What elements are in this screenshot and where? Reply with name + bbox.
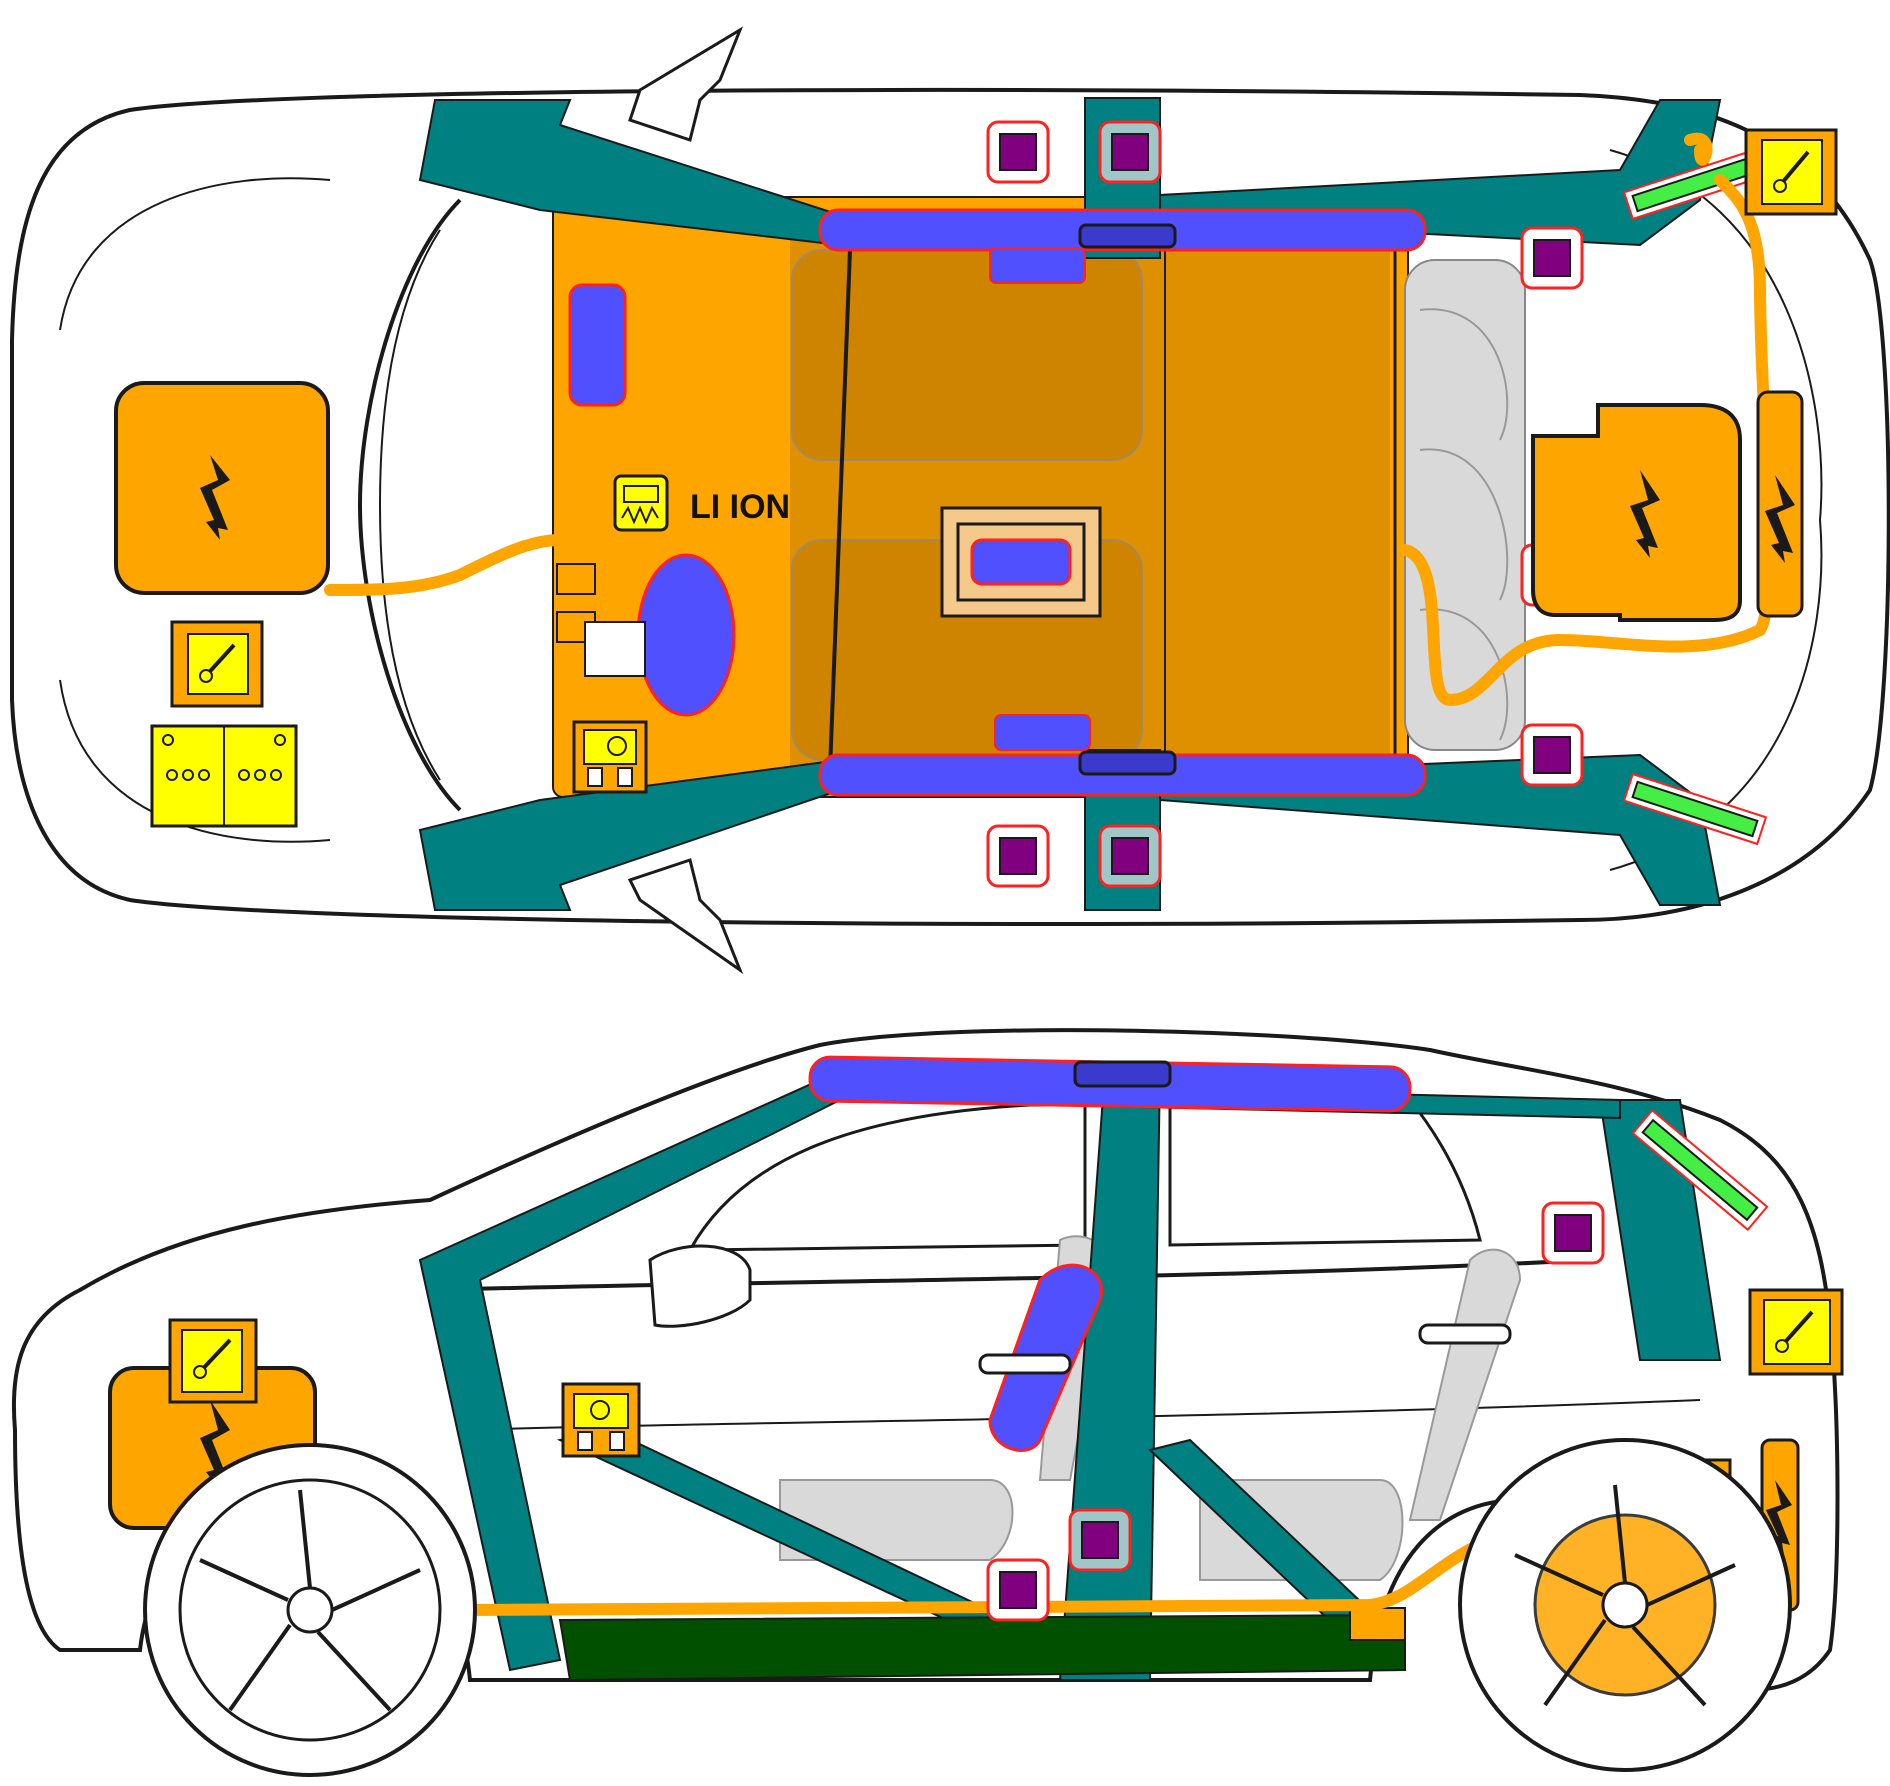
gas-strut-icon — [1622, 147, 1768, 221]
battery-side — [1349, 1607, 1406, 1641]
sill-side — [558, 1613, 1406, 1682]
trunk-inner-line — [1609, 149, 1823, 871]
rear-seat-area — [1404, 259, 1526, 751]
high-voltage-icon — [1756, 390, 1804, 618]
side-mirror — [648, 1244, 752, 1328]
steering-airbag — [568, 283, 627, 407]
sensor-icon — [1541, 1201, 1605, 1265]
service-cutout — [584, 621, 646, 677]
windshield-top — [357, 198, 462, 812]
center-airbag — [970, 538, 1072, 586]
connector-block — [556, 563, 596, 595]
heater-icon — [613, 474, 669, 532]
mirror-right-top — [627, 858, 744, 975]
high-voltage-icon — [114, 381, 330, 595]
gas-strut-icon — [1622, 772, 1768, 846]
battery-type-label: LI ION — [690, 488, 790, 526]
airbag-inflator-side — [1073, 1060, 1172, 1088]
sensor-icon — [1098, 824, 1162, 888]
door-handle-rear — [1418, 1323, 1512, 1345]
sensor-icon — [986, 120, 1050, 184]
battery-icon — [150, 724, 298, 828]
seat-airbag-right — [994, 714, 1091, 751]
sensor-icon — [986, 1558, 1050, 1622]
seat-airbag-left — [989, 247, 1086, 284]
sensor-icon — [1520, 226, 1584, 290]
passenger-airbag — [636, 553, 736, 717]
control-unit-icon — [168, 1318, 258, 1404]
sensor-icon — [986, 824, 1050, 888]
door-handle-front — [978, 1353, 1072, 1375]
hv-cable-front — [324, 534, 566, 596]
rear-seat-lines — [1419, 308, 1509, 741]
sensor-icon — [1520, 723, 1584, 787]
control-unit-icon — [170, 620, 264, 708]
sensor-icon — [1068, 1508, 1132, 1572]
control-unit-icon — [1748, 1288, 1844, 1376]
dash-divider — [828, 249, 852, 771]
sensor-icon — [1098, 120, 1162, 184]
front-wheel — [143, 1443, 477, 1777]
mirror-left-top — [628, 26, 744, 142]
fuse-icon — [572, 720, 648, 794]
rear-seat-side — [1199, 1248, 1522, 1581]
side-view — [11, 1028, 1844, 1777]
gas-strut-icon — [1631, 1108, 1769, 1232]
top-view: LI ION — [10, 26, 1890, 975]
belt-line — [429, 1258, 1591, 1292]
control-unit-icon — [1744, 128, 1838, 216]
airbag-inflator-right — [1078, 750, 1177, 776]
airbag-inflator-left — [1078, 223, 1177, 249]
rear-wheel — [1458, 1438, 1792, 1772]
windshield-inner — [378, 229, 441, 781]
high-voltage-icon — [1531, 403, 1742, 622]
fuse-icon — [561, 1382, 641, 1458]
hv-cable-rear — [1399, 132, 1775, 707]
